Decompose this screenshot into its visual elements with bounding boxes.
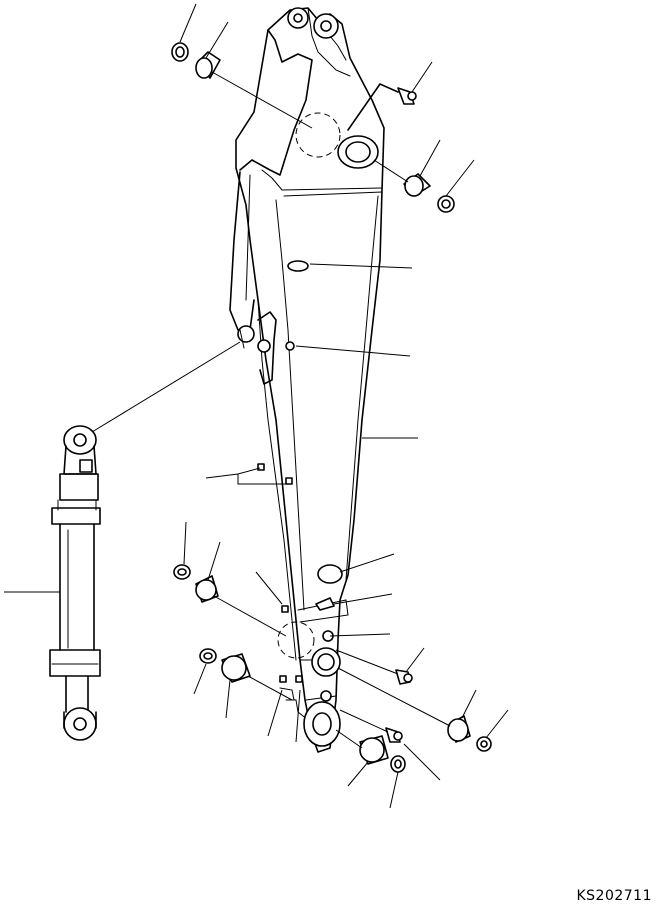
leader-lines [4,3,509,809]
lower-pin-boss [311,647,341,677]
drawing-code: KS202711 [576,888,652,904]
cylinder-bracket [229,171,277,385]
arm-body [235,7,399,753]
bucket-pin-boss [303,701,341,747]
top-boss-left [287,7,309,29]
upper-pin-parts [171,42,455,213]
arm-cylinder [49,341,241,741]
upper-pin-boss [337,135,379,169]
lower-pin-parts [173,564,492,773]
top-boss-right [313,13,339,39]
